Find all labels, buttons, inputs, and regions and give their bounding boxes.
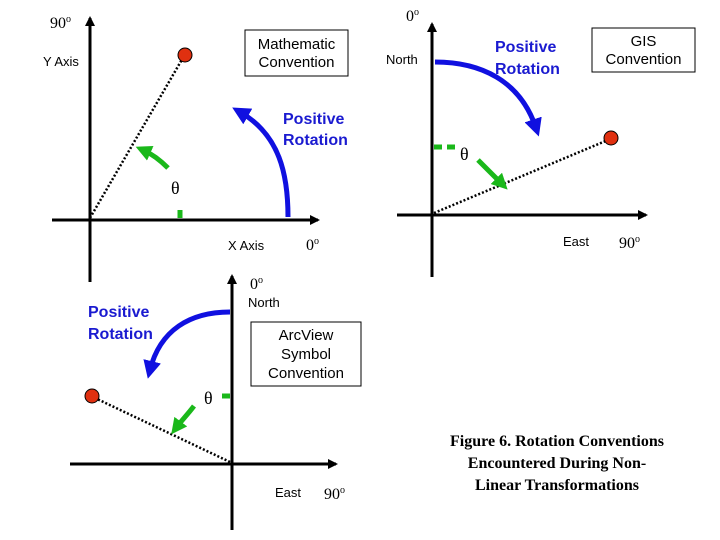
vector-line <box>88 55 186 219</box>
north-label: North <box>248 295 280 310</box>
positive-rotation-arrow <box>232 107 291 218</box>
convention-box <box>250 321 362 387</box>
rotation-text-line-1: Positive <box>88 304 149 321</box>
convention-box-line-2: Convention <box>259 54 335 71</box>
theta-arrow <box>171 404 196 435</box>
convention-box-line-2: Convention <box>606 51 682 68</box>
convention-box-line-3: Convention <box>268 365 344 382</box>
east-label: East <box>275 485 301 500</box>
panel-mathematic: 90o Y Axis X Axis 0o Mathematic Conventi… <box>43 14 349 282</box>
vector-line <box>94 396 231 464</box>
rotation-text-line-1: Positive <box>283 111 344 128</box>
convention-box <box>591 27 696 73</box>
convention-box <box>244 29 349 77</box>
theta-arrow <box>135 145 170 170</box>
point-marker <box>603 130 619 146</box>
theta-symbol: θ <box>460 144 469 164</box>
right-angle-label: 0o <box>306 236 319 254</box>
figure-caption: Figure 6. Rotation Conventions Encounter… <box>450 433 664 494</box>
theta-symbol: θ <box>204 388 213 408</box>
caption-line-2: Encountered During Non- <box>468 455 646 472</box>
convention-box-line-1: Mathematic <box>258 36 336 53</box>
convention-box-line-2: Symbol <box>281 346 331 363</box>
top-angle-label: 90o <box>50 14 71 32</box>
rotation-text-line-2: Rotation <box>495 61 560 78</box>
top-angle-label: 0o <box>250 275 263 293</box>
caption-line-1: Figure 6. Rotation Conventions <box>450 433 664 450</box>
right-angle-label: 90o <box>619 234 640 252</box>
east-label: East <box>563 234 589 249</box>
x-axis-label: X Axis <box>228 238 265 253</box>
panel-arcview: 0o North East 90o ArcView Symbol Convent… <box>70 274 362 530</box>
rotation-text-line-2: Rotation <box>283 132 348 149</box>
rotation-text-line-1: Positive <box>495 39 556 56</box>
panel-gis: 0o North East 90o GIS Convention Positiv… <box>386 7 696 277</box>
convention-box-line-1: GIS <box>631 33 657 50</box>
rotation-text-line-2: Rotation <box>88 326 153 343</box>
point-marker <box>84 388 100 404</box>
theta-arrow <box>476 158 508 190</box>
top-angle-label: 0o <box>406 7 419 25</box>
positive-rotation-arrow <box>143 309 231 379</box>
positive-rotation-arrow <box>434 59 542 137</box>
point-marker <box>177 47 193 63</box>
theta-symbol: θ <box>171 178 180 198</box>
vector-line <box>433 138 609 215</box>
convention-box-line-1: ArcView <box>279 327 334 344</box>
north-label: North <box>386 52 418 67</box>
right-angle-label: 90o <box>324 485 345 503</box>
caption-line-3: Linear Transformations <box>475 477 639 494</box>
y-axis-label: Y Axis <box>43 54 79 69</box>
